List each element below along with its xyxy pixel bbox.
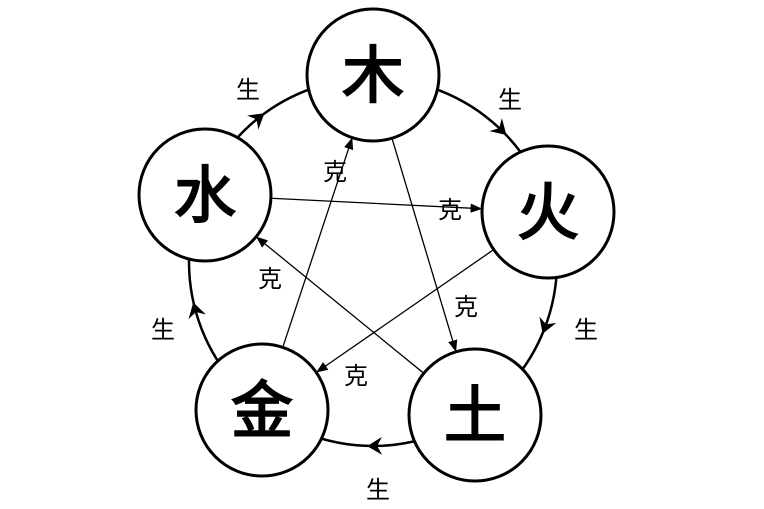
overcoming-label: 克 [454, 293, 478, 321]
generate-arrowhead-metal-water [367, 436, 383, 455]
overcome-arrow-water-fire [270, 197, 483, 213]
generate-arrowhead-water-wood [188, 302, 206, 320]
overcome-arrow-metal-wood [282, 137, 354, 348]
element-char-water: 水 [174, 159, 237, 232]
element-node-water: 水 [137, 127, 273, 263]
element-node-earth: 土 [407, 347, 543, 483]
element-char-fire: 火 [517, 176, 579, 249]
generating-label: 生 [151, 316, 175, 344]
element-node-fire: 火 [480, 144, 616, 280]
generating-label: 生 [236, 76, 260, 104]
overcoming-label: 克 [258, 265, 282, 293]
element-char-earth: 土 [444, 379, 506, 452]
element-node-wood: 木 [305, 7, 441, 143]
overcoming-label: 克 [323, 158, 347, 186]
overcome-arrow-fire-metal [316, 249, 495, 373]
generate-arrowhead-earth-metal [539, 316, 557, 334]
overcome-arrow-wood-earth [391, 138, 458, 352]
generating-label: 生 [498, 86, 522, 114]
generate-arrowhead-wood-fire [247, 113, 265, 130]
element-char-wood: 木 [342, 39, 404, 112]
overcome-arrow-earth-water [256, 236, 425, 374]
overcoming-label: 克 [438, 196, 462, 224]
overcoming-label: 克 [344, 362, 368, 390]
generating-label: 生 [574, 316, 598, 344]
generating-label: 生 [366, 476, 390, 504]
element-char-metal: 金 [230, 374, 294, 447]
element-node-metal: 金 [194, 342, 330, 478]
generate-arrowhead-fire-earth [489, 118, 507, 136]
